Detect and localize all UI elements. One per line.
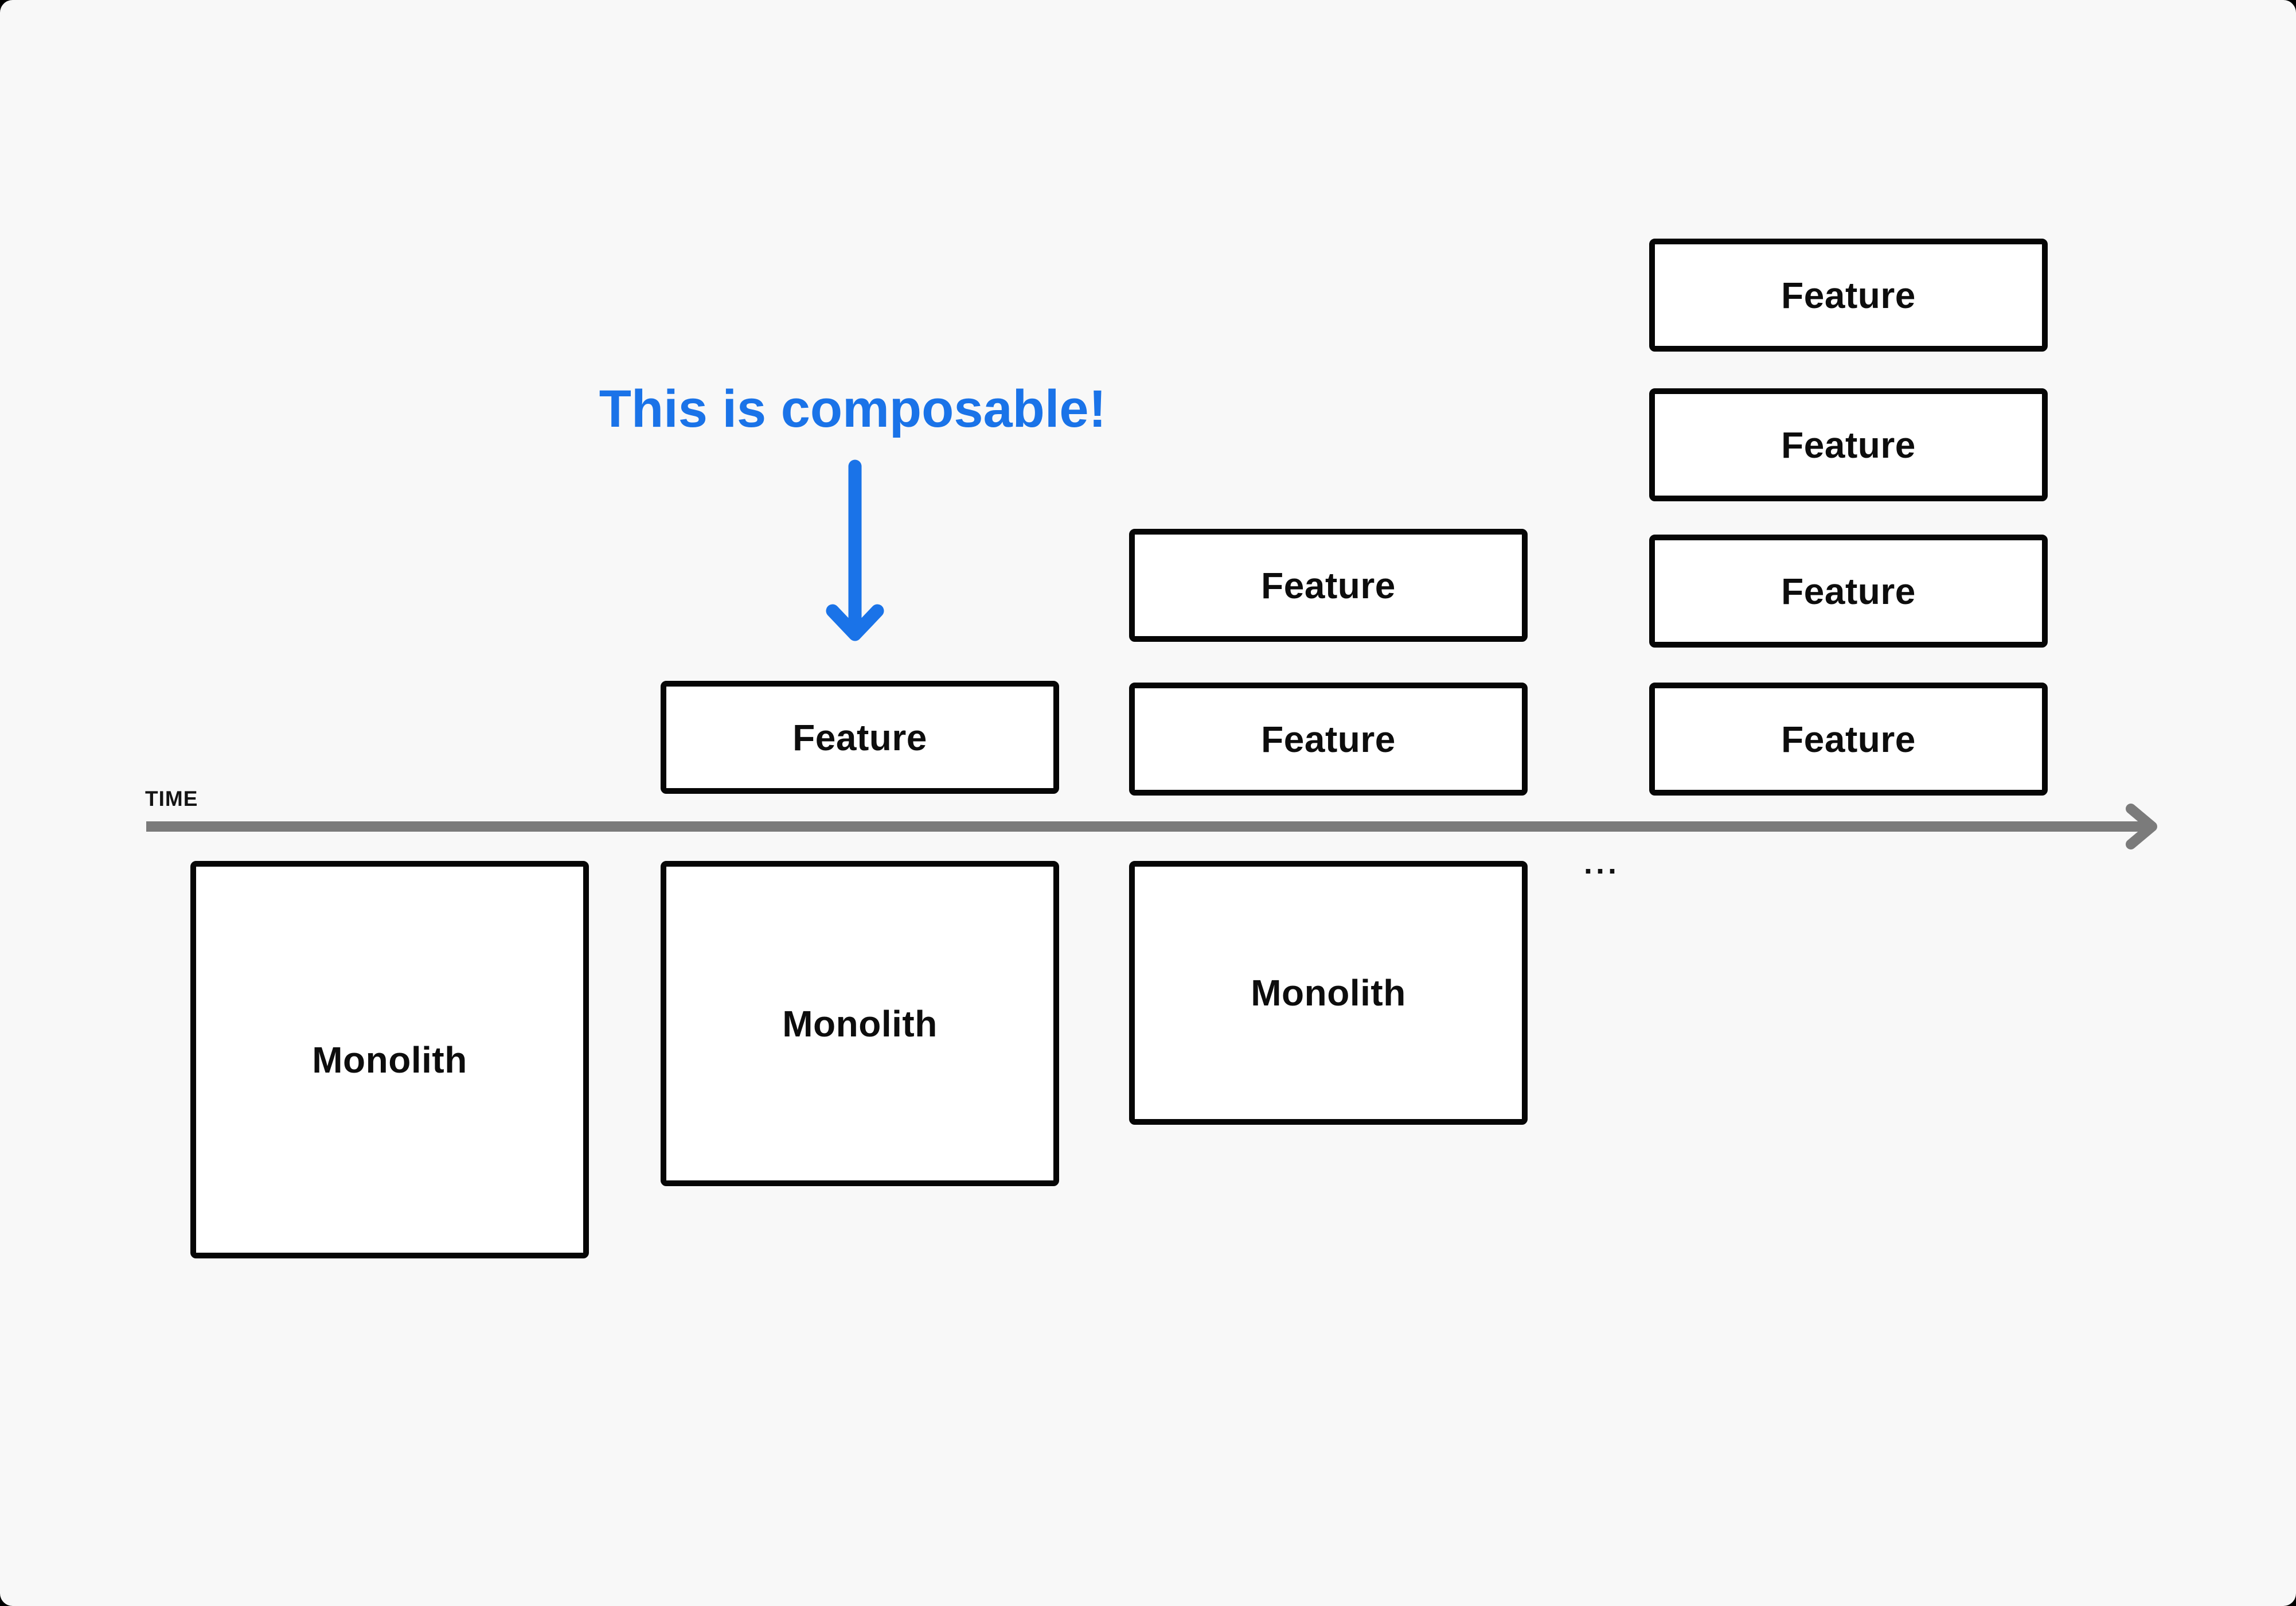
feature-box-stage4-1: Feature [1649,239,2048,352]
composable-callout-text: This is composable! [599,380,1107,438]
feature-box-label: Feature [1261,564,1396,606]
feature-box-label: Feature [1781,274,1916,316]
feature-box-label: Feature [1781,424,1916,466]
monolith-box-2: Monolith [661,861,1059,1186]
monolith-box-3: Monolith [1129,861,1528,1125]
feature-box-stage3-1: Feature [1129,529,1528,642]
feature-box-stage2-1: Feature [661,681,1059,794]
feature-box-stage3-2: Feature [1129,683,1528,796]
time-axis-label: TIME [145,787,198,810]
feature-box-label: Feature [1781,718,1916,760]
monolith-box-2-label: Monolith [782,1003,938,1044]
feature-box-label: Feature [1261,718,1396,760]
feature-box-label: Feature [792,716,927,758]
monolith-box-1-label: Monolith [312,1039,467,1081]
feature-box-stage4-4: Feature [1649,683,2048,796]
feature-box-label: Feature [1781,570,1916,612]
feature-box-stage4-2: Feature [1649,388,2048,501]
ellipsis: ... [1584,846,1621,880]
feature-box-stage4-3: Feature [1649,535,2048,648]
monolith-box-3-label: Monolith [1251,972,1406,1014]
monolith-box-1: Monolith [190,861,589,1258]
